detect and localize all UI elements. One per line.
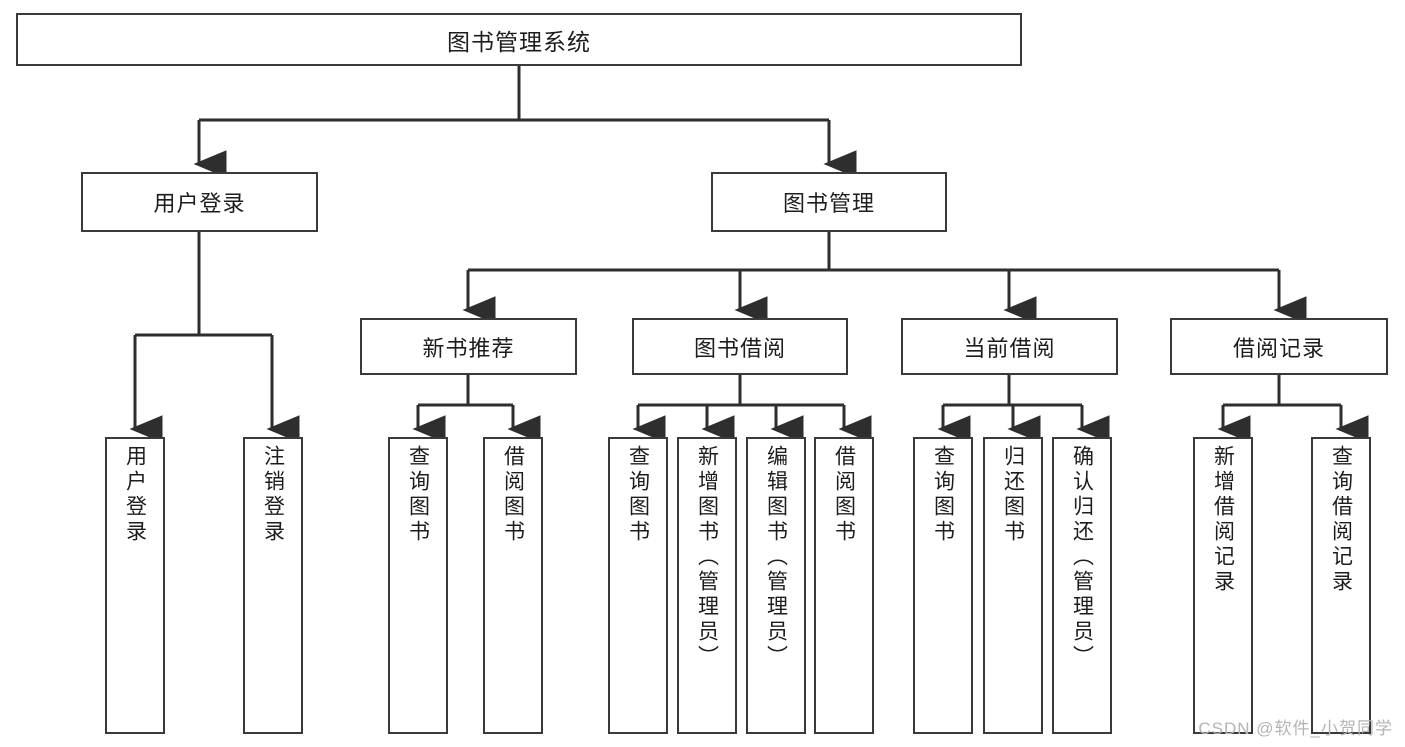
node-book-borrow-label: 图书借阅 <box>693 335 786 361</box>
node-leaf-edit-book-label: 编辑图书（管理员） <box>764 445 788 670</box>
node-book-manage[interactable]: 图书管理 <box>711 172 947 232</box>
node-leaf-return-book-label: 归还图书 <box>1001 445 1025 545</box>
node-leaf-borrow-book-2[interactable]: 借阅图书 <box>814 437 874 734</box>
node-root-label: 图书管理系统 <box>447 28 591 55</box>
node-user-login-label: 用户登录 <box>153 191 246 216</box>
node-current-borrow-label: 当前借阅 <box>963 335 1056 361</box>
node-leaf-borrow-book-1-label: 借阅图书 <box>501 445 525 545</box>
node-book-manage-label: 图书管理 <box>782 191 875 216</box>
node-leaf-query-book-3[interactable]: 查询图书 <box>913 437 973 734</box>
node-leaf-user-login[interactable]: 用户登录 <box>105 437 165 734</box>
node-leaf-borrow-book-1[interactable]: 借阅图书 <box>483 437 543 734</box>
node-leaf-query-book-3-label: 查询图书 <box>931 445 955 545</box>
node-leaf-query-record-label: 查询借阅记录 <box>1329 445 1353 595</box>
node-leaf-add-book-label: 新增图书（管理员） <box>695 445 719 670</box>
node-borrow-record-label: 借阅记录 <box>1232 335 1325 361</box>
node-leaf-user-login-label: 用户登录 <box>123 445 147 545</box>
node-leaf-return-book[interactable]: 归还图书 <box>983 437 1043 734</box>
node-leaf-query-record[interactable]: 查询借阅记录 <box>1311 437 1371 734</box>
node-leaf-add-book[interactable]: 新增图书（管理员） <box>677 437 737 734</box>
node-new-book-recommend[interactable]: 新书推荐 <box>360 318 577 375</box>
node-leaf-edit-book[interactable]: 编辑图书（管理员） <box>746 437 806 734</box>
node-new-book-recommend-label: 新书推荐 <box>422 335 515 361</box>
node-root[interactable]: 图书管理系统 <box>16 13 1022 66</box>
node-leaf-query-book-1-label: 查询图书 <box>406 445 430 545</box>
node-leaf-query-book-2-label: 查询图书 <box>626 445 650 545</box>
node-leaf-user-logout-label: 注销登录 <box>261 445 285 545</box>
node-leaf-query-book-2[interactable]: 查询图书 <box>608 437 668 734</box>
node-book-borrow[interactable]: 图书借阅 <box>632 318 848 375</box>
node-borrow-record[interactable]: 借阅记录 <box>1170 318 1388 375</box>
node-leaf-query-book-1[interactable]: 查询图书 <box>388 437 448 734</box>
node-leaf-confirm-return[interactable]: 确认归还（管理员） <box>1052 437 1112 734</box>
node-leaf-add-record[interactable]: 新增借阅记录 <box>1193 437 1253 734</box>
node-leaf-confirm-return-label: 确认归还（管理员） <box>1070 445 1094 670</box>
node-user-login[interactable]: 用户登录 <box>81 172 318 232</box>
node-leaf-add-record-label: 新增借阅记录 <box>1211 445 1235 595</box>
node-leaf-user-logout[interactable]: 注销登录 <box>243 437 303 734</box>
node-leaf-borrow-book-2-label: 借阅图书 <box>832 445 856 545</box>
watermark: CSDN @软件_小贺同学 <box>1198 719 1393 738</box>
node-current-borrow[interactable]: 当前借阅 <box>901 318 1118 375</box>
